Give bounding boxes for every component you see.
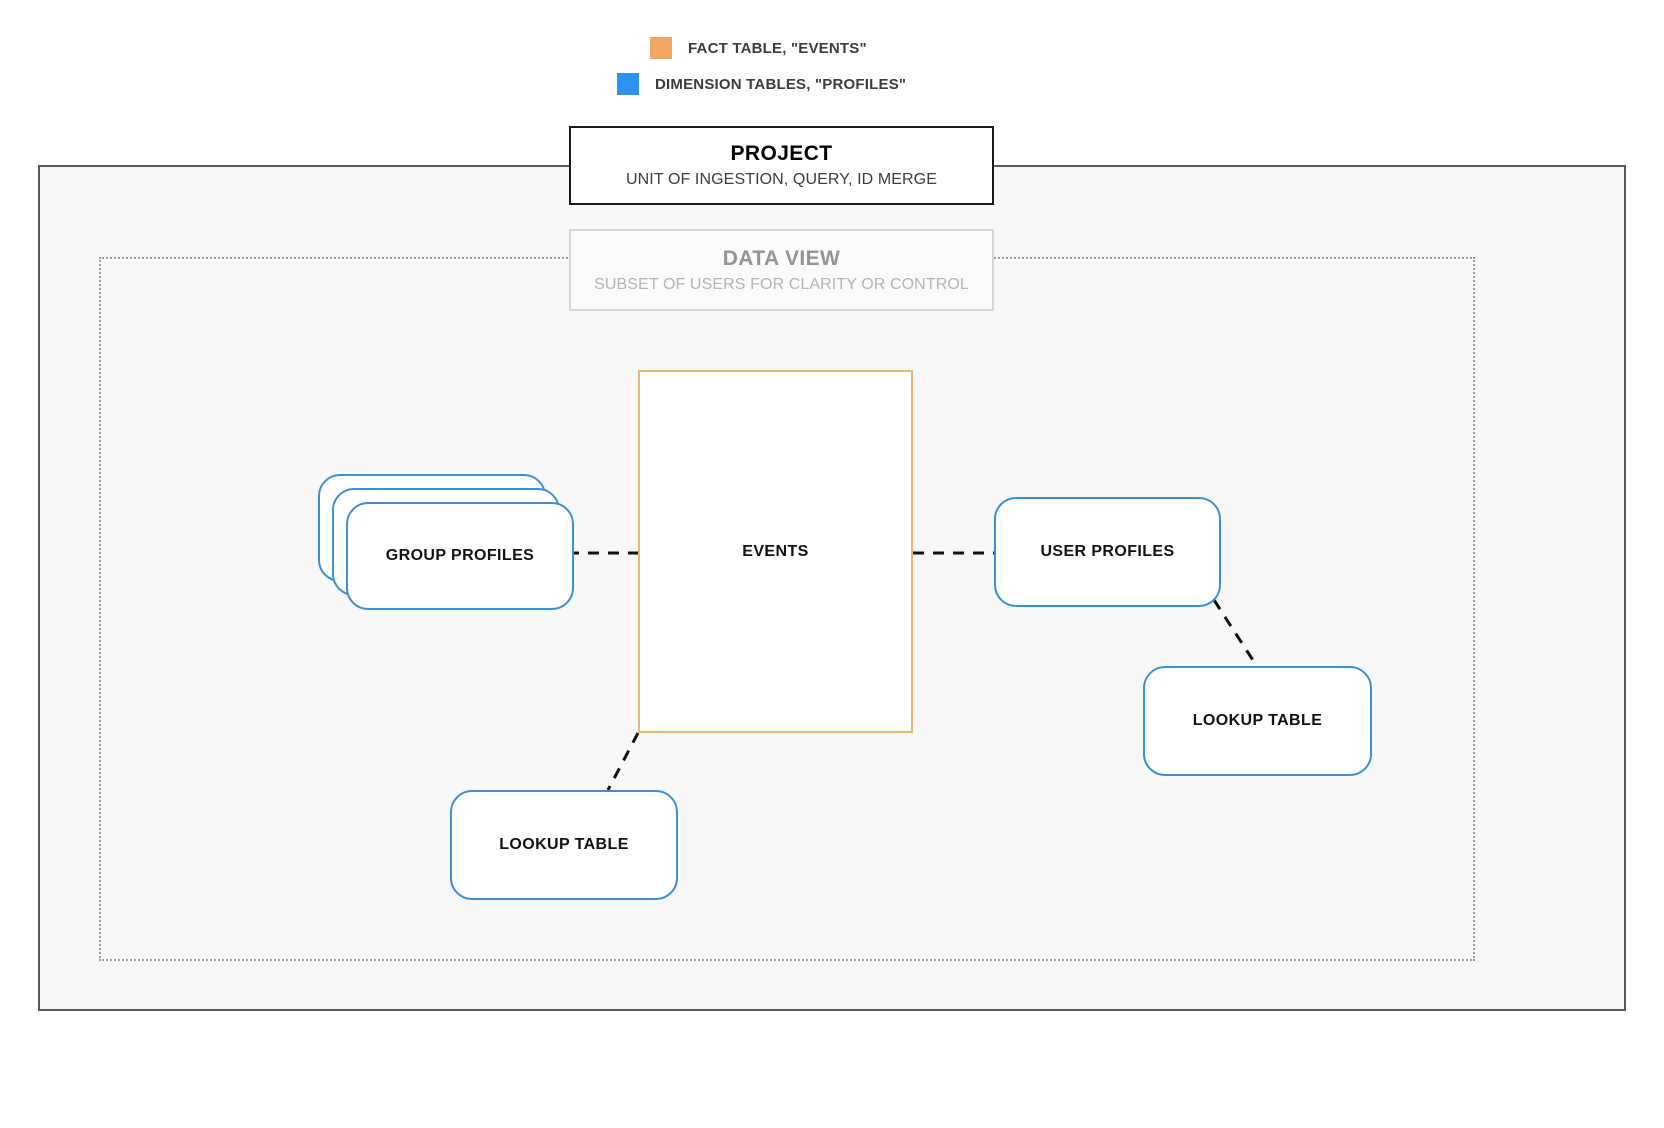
data-view-subtitle: SUBSET OF USERS FOR CLARITY OR CONTROL bbox=[594, 275, 969, 293]
legend-label-fact-table: FACT TABLE, "EVENTS" bbox=[688, 39, 867, 57]
lookup-table-left-card[interactable]: LOOKUP TABLE bbox=[450, 790, 678, 900]
legend-item-dimension-tables: DIMENSION TABLES, "PROFILES" bbox=[0, 66, 1664, 102]
group-profiles-card-front[interactable]: GROUP PROFILES bbox=[346, 502, 574, 610]
group-profiles-label: GROUP PROFILES bbox=[385, 547, 535, 564]
project-subtitle: UNIT OF INGESTION, QUERY, ID MERGE bbox=[625, 171, 937, 188]
user-profiles-label: USER PROFILES bbox=[1040, 543, 1175, 560]
legend-swatch-fact-icon bbox=[650, 37, 672, 59]
user-profiles-card[interactable]: USER PROFILES bbox=[994, 497, 1221, 607]
lookup-table-right-label: LOOKUP TABLE bbox=[1192, 712, 1323, 729]
project-title: PROJECT bbox=[730, 142, 833, 165]
lookup-table-right-card[interactable]: LOOKUP TABLE bbox=[1143, 666, 1372, 776]
legend-label-dimension-tables: DIMENSION TABLES, "PROFILES" bbox=[655, 75, 907, 93]
events-label: EVENTS bbox=[742, 542, 809, 560]
data-view-title: DATA VIEW bbox=[722, 246, 841, 270]
events-fact-table[interactable]: EVENTS bbox=[638, 370, 913, 733]
legend-item-fact-table: FACT TABLE, "EVENTS" bbox=[0, 30, 1664, 66]
legend-swatch-dimension-icon bbox=[617, 73, 639, 95]
lookup-table-left-label: LOOKUP TABLE bbox=[499, 836, 629, 853]
group-profiles-stack[interactable]: GROUP PROFILES bbox=[318, 474, 574, 610]
project-title-box[interactable]: PROJECT UNIT OF INGESTION, QUERY, ID MER… bbox=[569, 126, 994, 205]
legend: FACT TABLE, "EVENTS" DIMENSION TABLES, "… bbox=[0, 30, 1664, 102]
data-view-title-box[interactable]: DATA VIEW SUBSET OF USERS FOR CLARITY OR… bbox=[569, 229, 994, 311]
